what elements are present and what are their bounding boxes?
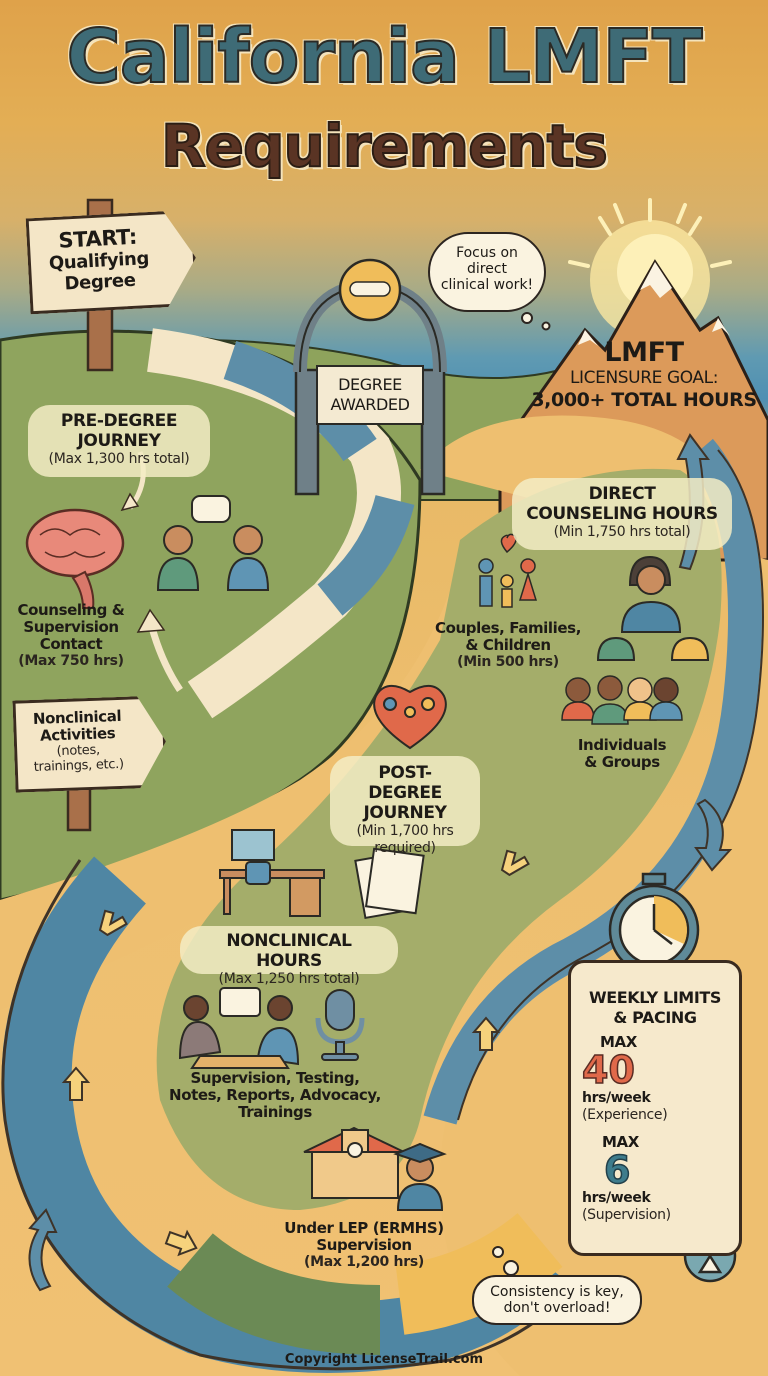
meeting-icon	[178, 987, 300, 1069]
goal-title: LMFT	[604, 337, 684, 368]
degree-awarded-line1: DEGREE	[338, 375, 402, 394]
documents-icon	[354, 847, 425, 920]
counseling-line3: Contact	[39, 635, 103, 653]
direct-sub: (Min 1,750 hrs total)	[553, 524, 691, 540]
weekly-title2: & PACING	[613, 1008, 697, 1027]
post-degree-sub1: (Min 1,700 hrs	[356, 823, 454, 839]
nonclinical-sign-line4: trainings, etc.)	[33, 756, 125, 775]
page-subtitle: Requirements	[160, 111, 609, 181]
nonclinical-list-line3: Trainings	[238, 1103, 312, 1121]
weekly-exp-label: (Experience)	[582, 1107, 668, 1123]
counseling-supervision-contact: Counseling & Supervision Contact (Max 75…	[4, 602, 138, 670]
individuals-groups: Individuals & Groups	[552, 737, 692, 771]
copyright: Copyright LicenseTrail.com	[284, 1352, 484, 1367]
post-degree-title1: POST-DEGREE	[368, 763, 442, 803]
goal-line2: LICENSURE GOAL:	[569, 368, 719, 388]
post-degree-journey-label: POST-DEGREE JOURNEY (Min 1,700 hrs requi…	[330, 756, 480, 856]
licensure-goal: LMFT LICENSURE GOAL: 3,000+ TOTAL HOURS	[520, 338, 768, 412]
nonclinical-hours-label: NONCLINICAL HOURS (Max 1,250 hrs total)	[180, 926, 398, 987]
nonclinical-list-line1: Supervision, Testing,	[190, 1069, 360, 1087]
consistency-thought-bubble: Consistency is key, don't overload!	[472, 1275, 642, 1325]
school-icon	[303, 1126, 405, 1199]
post-degree-title2: JOURNEY	[363, 803, 447, 823]
desk-icon	[219, 829, 325, 917]
consistency-line2: don't overload!	[503, 1300, 611, 1316]
counseling-line1: Counseling &	[17, 601, 125, 619]
weekly-sup-unit: hrs/week	[582, 1190, 651, 1206]
focus-line2: direct	[466, 261, 508, 277]
couples-sub: (Min 500 hrs)	[457, 654, 559, 670]
couples-line2: & Children	[465, 636, 551, 654]
focus-line1: Focus on	[456, 245, 518, 261]
graduate-icon	[393, 1142, 447, 1211]
couples-line1: Couples, Families,	[434, 619, 582, 637]
direct-title2: COUNSELING HOURS	[526, 504, 718, 524]
group-icon	[561, 675, 683, 725]
degree-awarded-line2: AWARDED	[330, 395, 410, 414]
start-sign: START: Qualifying Degree	[26, 210, 199, 315]
consistency-line1: Consistency is key,	[490, 1284, 624, 1300]
individuals-line2: & Groups	[584, 753, 660, 771]
pre-degree-journey-label: PRE-DEGREE JOURNEY (Max 1,300 hrs total)	[28, 405, 210, 477]
counseling-sub: (Max 750 hrs)	[18, 653, 124, 669]
pre-degree-sub: (Max 1,300 hrs total)	[48, 451, 190, 467]
couples-families-children: Couples, Families, & Children (Min 500 h…	[426, 620, 590, 671]
weekly-title1: WEEKLY LIMITS	[588, 988, 722, 1007]
weekly-limits-content: WEEKLY LIMITS & PACING MAX 40 hrs/week (…	[570, 988, 740, 1224]
nonclinical-hours-title: NONCLINICAL HOURS	[226, 931, 352, 971]
weekly-exp-max: MAX	[600, 1033, 637, 1051]
pre-degree-title1: PRE-DEGREE	[60, 411, 178, 431]
weekly-exp-value: 40	[581, 1048, 635, 1092]
direct-title1: DIRECT	[588, 484, 656, 504]
weekly-sup-label: (Supervision)	[582, 1207, 671, 1223]
lep-line1: Under LEP (ERMHS)	[284, 1219, 444, 1237]
microphone-icon	[315, 989, 365, 1061]
weekly-exp-unit: hrs/week	[582, 1090, 651, 1106]
family-icon	[478, 533, 538, 608]
page-title: California LMFT	[65, 13, 703, 101]
lep-line2: Supervision	[316, 1236, 412, 1254]
lep-supervision: Under LEP (ERMHS) Supervision (Max 1,200…	[276, 1220, 452, 1271]
focus-line3: clinical work!	[440, 277, 534, 293]
focus-thought-bubble: Focus on direct clinical work!	[428, 232, 546, 312]
counseling-line2: Supervision	[23, 618, 119, 636]
nonclinical-list-line2: Notes, Reports, Advocacy,	[169, 1086, 381, 1104]
lep-sub: (Max 1,200 hrs)	[304, 1254, 424, 1270]
individuals-line1: Individuals	[577, 736, 667, 754]
direct-counseling-hours-label: DIRECT COUNSELING HOURS (Min 1,750 hrs t…	[512, 478, 732, 550]
goal-hours: 3,000+ TOTAL HOURS	[531, 389, 757, 411]
therapist-icon	[596, 555, 710, 661]
degree-awarded-banner: DEGREE AWARDED	[316, 365, 424, 425]
weekly-limits-card	[568, 960, 742, 1256]
nonclinical-activities-sign: Nonclinical Activities (notes, trainings…	[12, 695, 167, 792]
nonclinical-hours-sub: (Max 1,250 hrs total)	[218, 971, 360, 987]
pre-degree-title2: JOURNEY	[77, 431, 161, 451]
weekly-sup-max: MAX	[602, 1133, 639, 1151]
brain-icon	[25, 508, 125, 609]
conversation-icon	[156, 495, 270, 591]
post-degree-sub2: required)	[374, 840, 436, 856]
weekly-sup-value: 6	[603, 1148, 631, 1192]
nonclinical-activities-list: Supervision, Testing, Notes, Reports, Ad…	[160, 1070, 390, 1121]
stopwatch-icon	[608, 872, 700, 976]
heart-family-icon	[373, 685, 447, 750]
